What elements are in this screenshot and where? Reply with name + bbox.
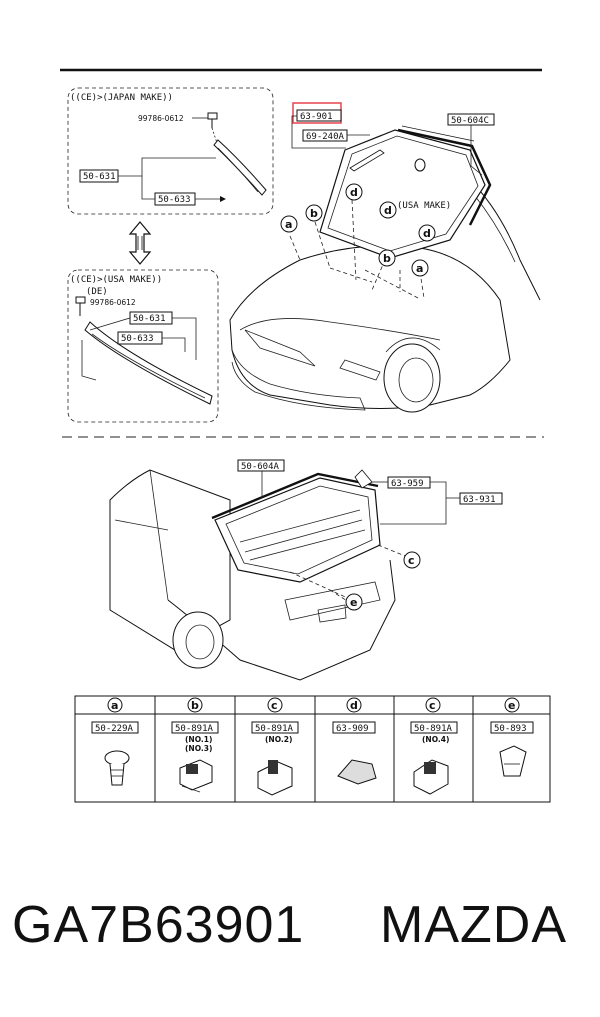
- legend-part-e: 50-893: [494, 724, 527, 734]
- part-label-63-931: 63-931: [463, 495, 496, 505]
- footer-brand: MAZDA: [380, 896, 567, 954]
- japan-make-inset: ((CE)>(JAPAN MAKE)) 99786-0612 50-631 50…: [67, 87, 274, 215]
- japan-make-header: ((CE)>(JAPAN MAKE)): [70, 93, 173, 103]
- footer: GA7B63901 MAZDA: [0, 895, 600, 985]
- retainer-clip-icon: [499, 745, 527, 777]
- legend-key-a: a: [111, 699, 118, 712]
- screw-icon: [207, 112, 218, 128]
- front-car-illustration: [229, 125, 541, 413]
- legend-note-b-2: (NO.3): [185, 744, 212, 753]
- legend-key-e: e: [508, 699, 515, 712]
- legend-note-c-1: (NO.2): [265, 735, 292, 744]
- part-label-50-604c: 50-604C: [451, 116, 489, 126]
- japan-screw-part: 99786-0612: [138, 114, 184, 123]
- rear-callouts: c e: [345, 551, 421, 611]
- legend-part-c: 50-891A: [255, 724, 294, 734]
- usa-make-header: ((CE)>(USA MAKE)): [70, 275, 162, 285]
- callout-d: d: [423, 227, 431, 240]
- spacer-clip-icon: [413, 759, 449, 795]
- callout-c: c: [408, 554, 415, 567]
- usa-make-inset: ((CE)>(USA MAKE)) (DE) 99786-0612 50-631…: [67, 269, 219, 423]
- callout-d: d: [384, 204, 392, 217]
- callout-a: a: [416, 262, 423, 275]
- fastener-legend: a 50-229A b 50-891A (NO.1) (NO.3) c 50-8…: [74, 695, 551, 803]
- rear-part-labels: 50-604A 63-959 63-931: [237, 459, 503, 525]
- part-label-69-240a: 69-240A: [306, 132, 345, 142]
- legend-key-c: c: [271, 699, 278, 712]
- highlight-part-label: 63-901: [300, 112, 333, 122]
- front-callouts: d d (USA MAKE) d b a b a: [280, 183, 451, 277]
- part-label-50-604a: 50-604A: [241, 462, 280, 472]
- push-clip-icon: [104, 750, 130, 786]
- usa-label-50-631: 50-631: [133, 314, 166, 324]
- spacer-pad-icon: [337, 759, 377, 785]
- legend-part-d: 63-909: [336, 724, 369, 734]
- legend-note-c2-1: (NO.4): [422, 735, 449, 744]
- callout-b: b: [383, 252, 391, 265]
- legend-key-b: b: [191, 699, 199, 712]
- legend-part-b: 50-891A: [175, 724, 214, 734]
- usa-label-50-633: 50-633: [121, 334, 154, 344]
- callout-d: d: [350, 186, 358, 199]
- part-label-63-959: 63-959: [391, 479, 424, 489]
- japan-label-50-631: 50-631: [83, 172, 116, 182]
- legend-note-b-1: (NO.1): [185, 735, 212, 744]
- footer-part-number: GA7B63901: [12, 896, 305, 954]
- legend-key-d: d: [350, 699, 358, 712]
- usa-make-note: (USA MAKE): [397, 201, 451, 211]
- japan-label-50-633: 50-633: [158, 195, 191, 205]
- rear-car-illustration: [109, 469, 411, 681]
- screw-icon: [75, 296, 86, 316]
- legend-part-a: 50-229A: [95, 724, 134, 734]
- legend-part-c-2: 50-891A: [414, 724, 453, 734]
- callout-a: a: [285, 218, 292, 231]
- spacer-clip-icon: [179, 759, 213, 793]
- legend-key-c-2: c: [429, 699, 436, 712]
- interchange-arrow-icon: [128, 221, 152, 265]
- usa-make-subheader: (DE): [86, 287, 108, 297]
- callout-e: e: [350, 596, 357, 609]
- usa-screw-part: 99786-0612: [90, 298, 136, 307]
- spacer-clip-icon: [257, 760, 293, 796]
- callout-b: b: [310, 207, 318, 220]
- front-part-labels: 63-901 69-240A 50-604C: [291, 102, 495, 176]
